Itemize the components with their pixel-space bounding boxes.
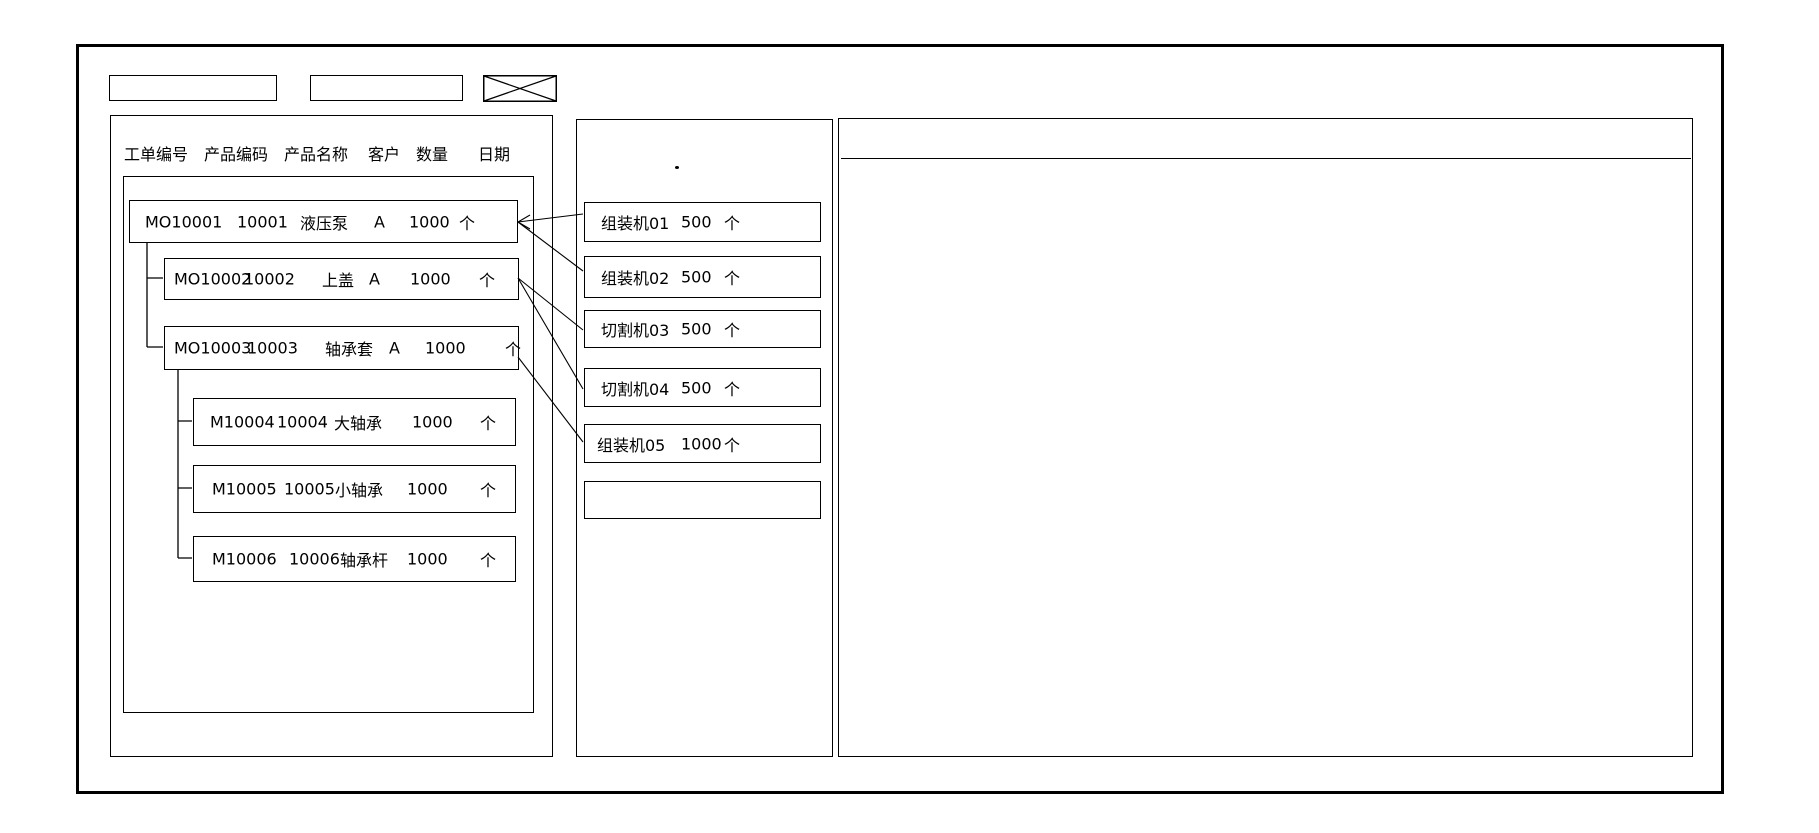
machine-unit: 个 <box>724 379 741 399</box>
order-id: M10006 <box>212 549 277 569</box>
column-header-order-no: 工单编号 <box>124 145 189 164</box>
machine-box-04[interactable]: 切割机04 500 个 <box>584 368 821 407</box>
toolbar-input-1[interactable] <box>109 75 277 101</box>
unit: 个 <box>480 481 497 500</box>
machine-unit: 个 <box>724 435 741 455</box>
product-code: 10006 <box>289 549 340 569</box>
product-name: 轴承套 <box>325 340 374 359</box>
column-header-product-code: 产品编码 <box>204 145 269 164</box>
machine-qty: 1000 <box>681 434 722 453</box>
machine-box-05[interactable]: 组装机05 1000 个 <box>584 424 821 463</box>
column-header-qty: 数量 <box>416 145 449 164</box>
machine-unit: 个 <box>724 321 741 340</box>
order-row-M10004[interactable]: M10004 10004 大轴承 1000 个 <box>193 398 516 446</box>
product-code: 10005 <box>284 479 335 499</box>
unit: 个 <box>459 213 476 233</box>
unit: 个 <box>505 340 522 359</box>
quantity: 1000 <box>407 549 448 569</box>
orders-panel: 工单编号 产品编码 产品名称 客户 数量 日期 MO10001 10001 液压… <box>110 115 553 757</box>
machine-qty: 500 <box>681 319 712 339</box>
machine-qty: 500 <box>681 267 712 287</box>
quantity: 1000 <box>410 269 451 289</box>
quantity: 1000 <box>425 338 466 358</box>
machine-qty: 500 <box>681 378 712 397</box>
product-code: 10003 <box>247 338 298 358</box>
column-header-product-name: 产品名称 <box>284 145 349 164</box>
order-row-M10005[interactable]: M10005 10005 小轴承 1000 个 <box>193 465 516 513</box>
machine-unit: 个 <box>724 214 741 233</box>
machine-box-03[interactable]: 切割机03 500 个 <box>584 310 821 348</box>
customer: A <box>369 269 380 289</box>
quantity: 1000 <box>407 479 448 499</box>
customer: A <box>389 338 400 358</box>
order-id: M10004 <box>210 412 275 432</box>
unit: 个 <box>479 271 496 290</box>
quantity: 1000 <box>409 212 450 231</box>
column-header-date: 日期 <box>478 145 511 164</box>
product-code: 10001 <box>237 212 288 231</box>
machine-box-02[interactable]: 组装机02 500 个 <box>584 256 821 298</box>
machines-panel: 组装机01 500 个 组装机02 500 个 切割机03 500 个 切割机0… <box>576 119 833 757</box>
order-id: MO10001 <box>145 212 223 231</box>
customer: A <box>374 212 385 231</box>
order-id: M10005 <box>212 479 277 499</box>
x-icon <box>483 75 557 102</box>
product-code: 10002 <box>244 269 295 289</box>
order-row-MO10002[interactable]: MO10002 10002 上盖 A 1000 个 <box>164 258 519 300</box>
machine-qty: 500 <box>681 212 712 232</box>
machine-name: 组装机01 <box>601 214 670 233</box>
unit: 个 <box>480 551 497 570</box>
unit: 个 <box>480 414 497 433</box>
product-name: 小轴承 <box>335 481 384 500</box>
order-id: MO10003 <box>174 338 252 358</box>
column-header-customer: 客户 <box>368 145 401 164</box>
machine-name: 切割机03 <box>601 321 670 340</box>
product-name: 大轴承 <box>334 414 383 433</box>
order-row-M10006[interactable]: M10006 10006 轴承杆 1000 个 <box>193 536 516 582</box>
machine-name: 组装机05 <box>597 435 666 455</box>
machine-name: 组装机02 <box>601 269 670 288</box>
detail-header-divider <box>841 158 1691 159</box>
product-name: 液压泵 <box>300 213 349 233</box>
quantity: 1000 <box>412 412 453 432</box>
order-id: MO10002 <box>174 269 252 289</box>
detail-panel <box>838 118 1693 757</box>
image-placeholder <box>483 75 557 102</box>
product-code: 10004 <box>277 412 328 432</box>
machine-box-empty[interactable] <box>584 481 821 519</box>
machine-unit: 个 <box>724 269 741 288</box>
toolbar-input-2[interactable] <box>310 75 463 101</box>
product-name: 轴承杆 <box>340 551 389 570</box>
machine-box-01[interactable]: 组装机01 500 个 <box>584 202 821 242</box>
product-name: 上盖 <box>322 271 355 290</box>
stray-dot <box>675 166 679 169</box>
machine-name: 切割机04 <box>601 379 670 399</box>
order-row-MO10001[interactable]: MO10001 10001 液压泵 A 1000 个 <box>129 200 518 243</box>
order-row-MO10003[interactable]: MO10003 10003 轴承套 A 1000 个 <box>164 326 522 370</box>
